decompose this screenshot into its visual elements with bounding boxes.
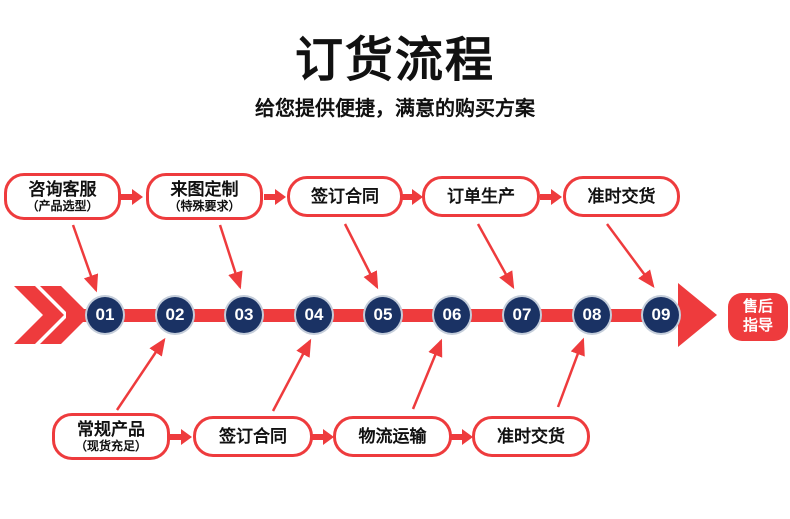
- step-box-label: 准时交货: [587, 186, 656, 206]
- after-sales-badge-line1: 售后: [742, 298, 773, 316]
- start-chevron-icon: [40, 286, 90, 344]
- timeline-step-09: 09: [643, 297, 679, 333]
- row-connector-arrow-icon: [451, 429, 473, 445]
- step-box-sign-contract-bottom: 签订合同: [193, 416, 313, 457]
- timeline-step-05: 05: [365, 297, 401, 333]
- step-box-note: （现货充足）: [74, 438, 147, 453]
- flow-arrow: [218, 224, 243, 290]
- page-title: 订货流程: [294, 34, 495, 87]
- timeline-step-03: 03: [226, 297, 262, 333]
- flow-arrow: [71, 224, 99, 293]
- flow-arrow: [271, 338, 312, 412]
- row-connector-arrow-icon: [121, 189, 143, 205]
- step-box-label: 签订合同: [311, 186, 379, 206]
- step-box-sign-contract-top: 签订合同: [287, 176, 403, 217]
- timeline-step-08: 08: [574, 297, 610, 333]
- step-box-logistics: 物流运输: [333, 416, 452, 457]
- row-connector-arrow-icon: [540, 189, 562, 205]
- flow-arrow: [115, 337, 166, 411]
- flow-arrow: [556, 337, 585, 408]
- step-box-label: 订单生产: [447, 186, 515, 206]
- step-box-order-production: 订单生产: [422, 176, 540, 217]
- flow-arrows: [71, 223, 655, 412]
- step-box-note: （特殊要求）: [168, 198, 241, 213]
- flow-arrow: [411, 338, 443, 410]
- step-box-label: 来图定制: [170, 180, 239, 200]
- step-box-note: （产品选型）: [26, 198, 99, 213]
- flow-arrow: [343, 223, 379, 290]
- after-sales-badge-line2: 指导: [742, 317, 773, 334]
- step-box-regular-product: 常规产品 （现货充足）: [52, 413, 170, 460]
- step-box-label: 签订合同: [219, 426, 287, 446]
- page-subtitle: 给您提供便捷，满意的购买方案: [255, 98, 535, 120]
- row-connector-arrow-icon: [312, 429, 334, 445]
- timeline-step-06: 06: [434, 297, 470, 333]
- step-box-label: 物流运输: [358, 426, 427, 446]
- start-chevron-icon: [14, 286, 64, 344]
- step-box-label: 准时交货: [497, 426, 565, 446]
- step-box-consult: 咨询客服 （产品选型）: [4, 173, 121, 220]
- row-connector-arrow-icon: [401, 189, 423, 205]
- flow-arrow: [476, 223, 515, 290]
- end-arrow-icon: [678, 283, 717, 347]
- timeline-step-02: 02: [157, 297, 193, 333]
- after-sales-badge: 售后 指导: [728, 293, 788, 341]
- row-connector-arrow-icon: [170, 429, 192, 445]
- step-box-on-time-delivery-top: 准时交货: [563, 176, 680, 217]
- flow-arrow: [605, 223, 655, 289]
- step-box-label: 咨询客服: [28, 180, 97, 200]
- step-box-on-time-delivery-bottom: 准时交货: [472, 416, 590, 457]
- row-connector-arrow-icon: [264, 189, 286, 205]
- timeline-step-04: 04: [296, 297, 332, 333]
- step-box-label: 常规产品: [77, 420, 145, 440]
- timeline-step-01: 01: [87, 297, 123, 333]
- step-box-custom-drawing: 来图定制 （特殊要求）: [146, 173, 263, 220]
- timeline-step-07: 07: [504, 297, 540, 333]
